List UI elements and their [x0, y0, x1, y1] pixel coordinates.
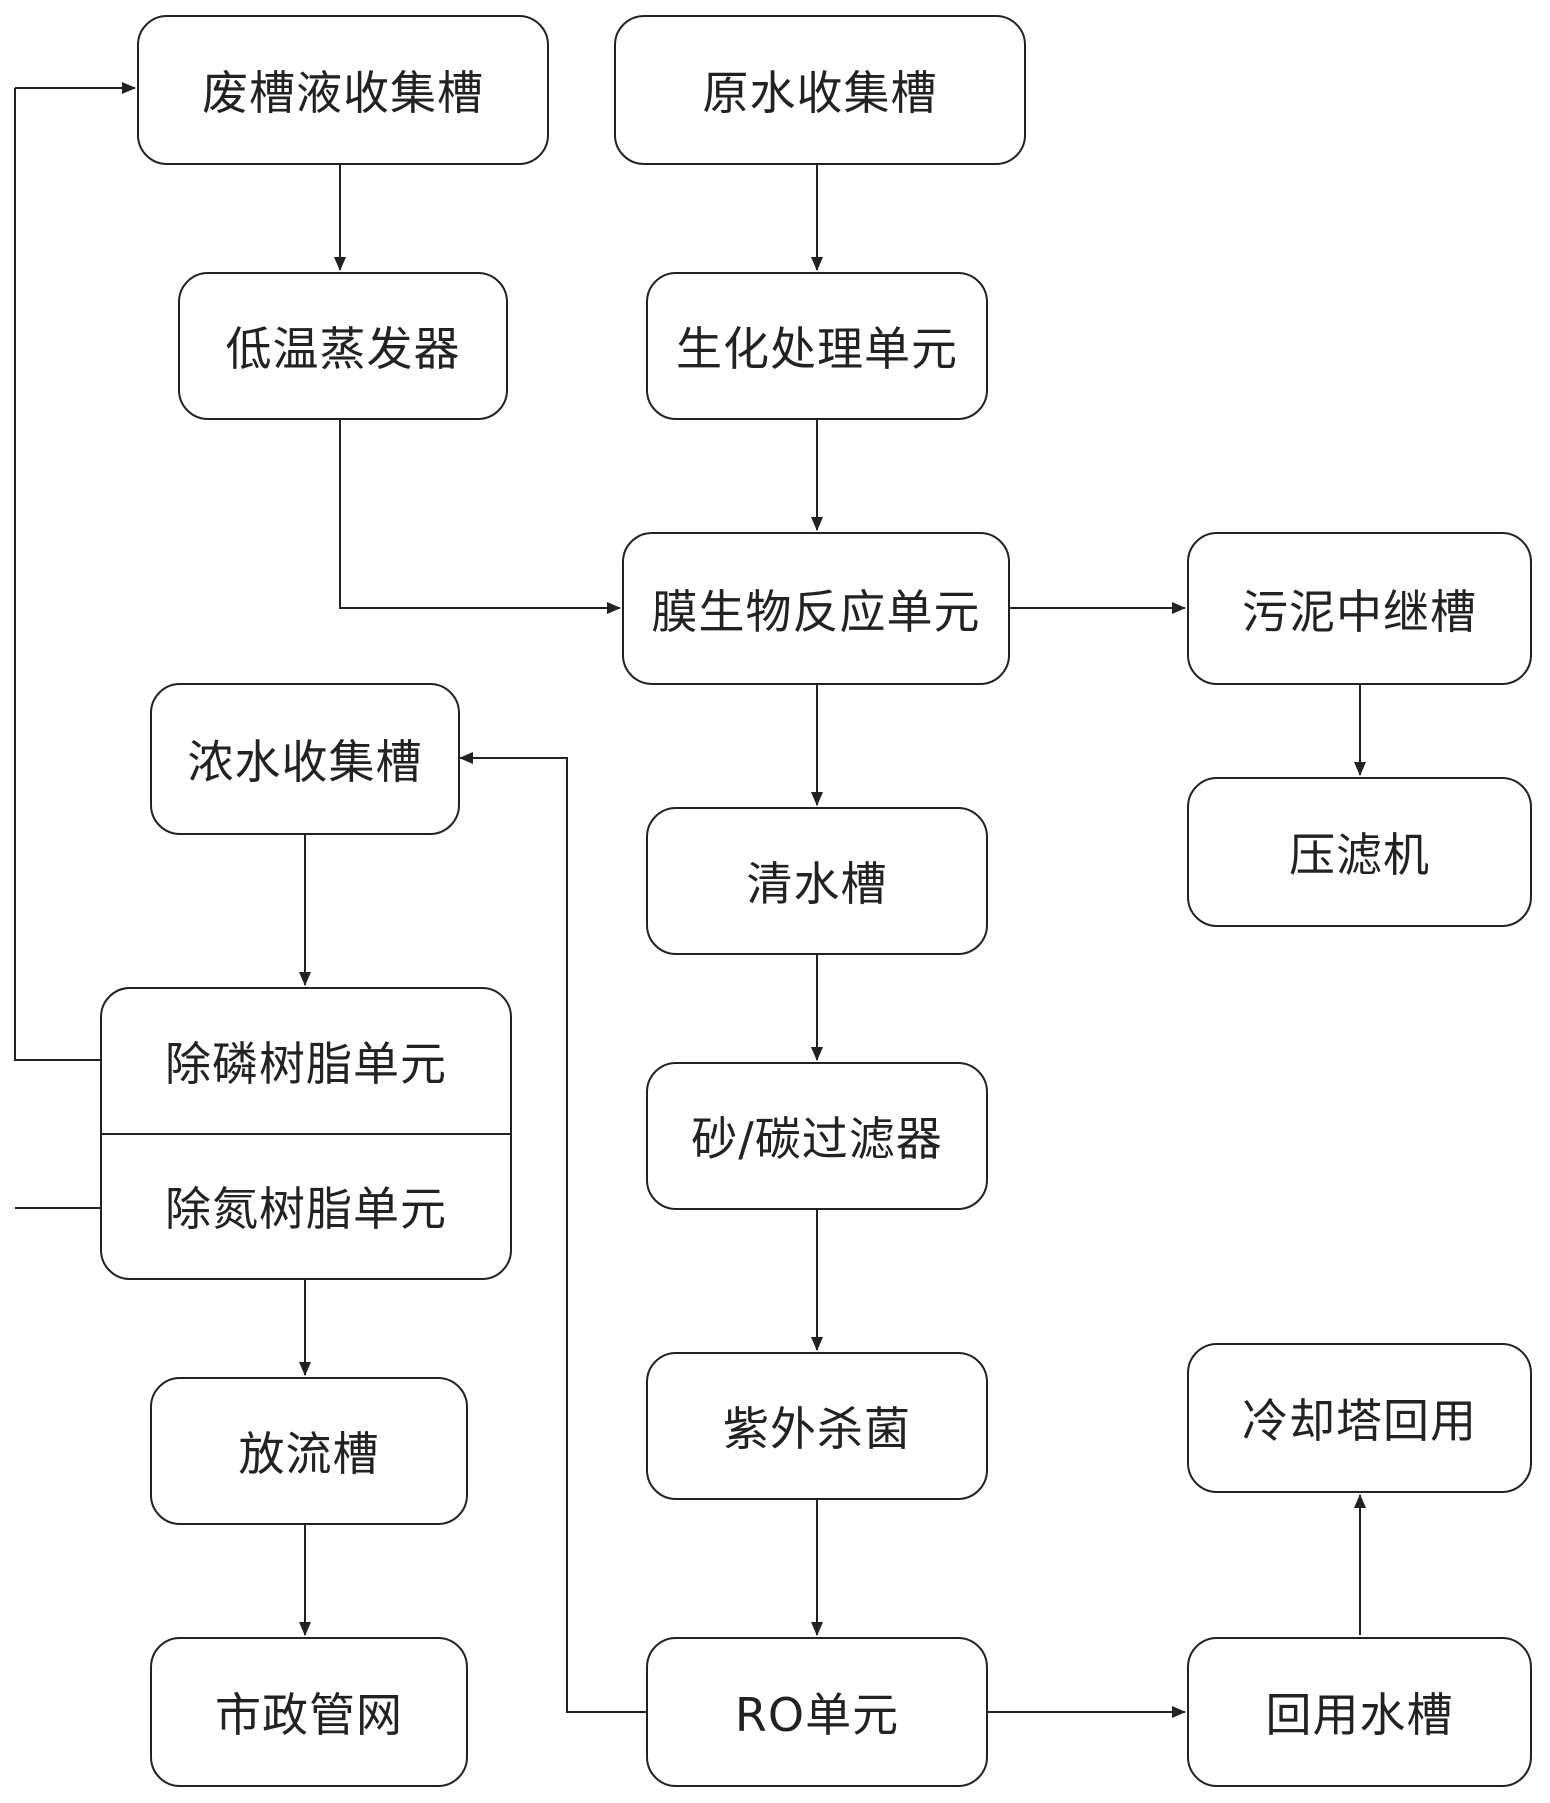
- mbr-unit: 膜生物反应单元: [622, 532, 1010, 685]
- waste-liquor-tank: 废槽液收集槽: [137, 15, 549, 165]
- low-temp-evaporator: 低温蒸发器: [178, 272, 508, 420]
- resin-unit: 除磷树脂单元 除氮树脂单元: [100, 987, 512, 1280]
- clear-water-tank: 清水槽: [646, 807, 988, 955]
- discharge-tank: 放流槽: [150, 1377, 468, 1525]
- line-phosphorus-return: [14, 88, 100, 1061]
- ro-unit: RO单元: [646, 1637, 988, 1787]
- cooling-tower-reuse: 冷却塔回用: [1187, 1343, 1532, 1493]
- concentrate-tank: 浓水收集槽: [150, 683, 460, 835]
- sand-carbon-filter: 砂/碳过滤器: [646, 1062, 988, 1210]
- nitrogen-resin-unit: 除氮树脂单元: [165, 1182, 447, 1237]
- raw-water-tank: 原水收集槽: [614, 15, 1026, 165]
- municipal-network: 市政管网: [150, 1637, 468, 1787]
- biochem-unit: 生化处理单元: [646, 272, 988, 420]
- phosphorus-resin-unit: 除磷树脂单元: [102, 989, 510, 1135]
- filter-press: 压滤机: [1187, 777, 1532, 927]
- arrow-ro-to-concentrate: [459, 752, 646, 1713]
- uv-sterilization: 紫外杀菌: [646, 1352, 988, 1500]
- sludge-relay-tank: 污泥中继槽: [1187, 532, 1532, 685]
- arrow-evaporator-to-mbr: [339, 420, 621, 614]
- reuse-water-tank: 回用水槽: [1187, 1637, 1532, 1787]
